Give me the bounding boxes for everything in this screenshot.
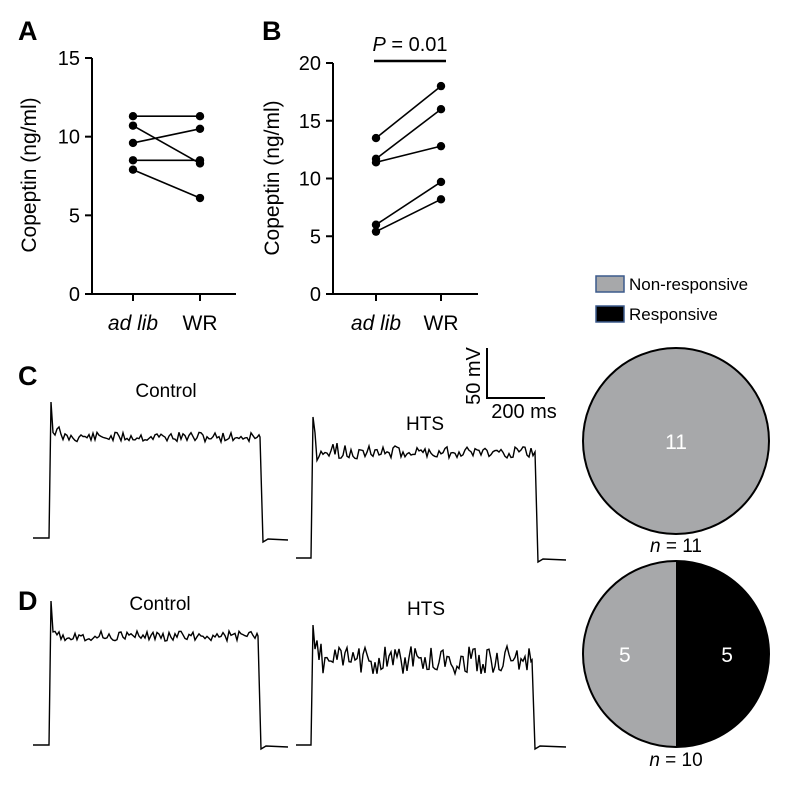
legend-label-responsive: Responsive — [629, 305, 718, 324]
trace-c-hts-label: HTS — [406, 414, 444, 435]
scale-bar-vertical-label: 50 mV — [463, 346, 485, 404]
chart-b: 0 5 10 15 20 Copeptin (ng/ml) ad lib WR P = … — [261, 34, 478, 335]
pie-d-slice-1-label: 5 — [721, 644, 733, 667]
chart-a-axes: 0 5 10 15 — [58, 48, 236, 306]
scale-bar: 50 mV 200 ms — [463, 346, 557, 423]
chart-b-ytick-label-0: 0 — [310, 284, 321, 306]
chart-a-ytick-label-1: 5 — [69, 205, 80, 227]
scale-bar-horizontal-label: 200 ms — [491, 401, 557, 423]
pie-c-slice-0-label: 11 — [665, 431, 687, 454]
chart-a-series-4-point-0 — [128, 165, 138, 174]
chart-b-axes: 0 5 10 15 20 — [299, 53, 478, 306]
chart-a-series-0-point-0 — [128, 112, 138, 121]
panel-label-a: A — [18, 16, 38, 46]
chart-a-series-4-line — [132, 168, 201, 199]
trace-d-control-path — [33, 600, 289, 751]
chart-b-ytick-label-1: 5 — [310, 226, 321, 248]
trace-d-hts-path — [296, 624, 567, 751]
chart-a-series-3-point-0 — [128, 156, 138, 165]
trace-c-control-path — [33, 401, 289, 544]
trace-d-hts: HTS — [296, 599, 567, 751]
legend-swatch-non-responsive — [595, 275, 625, 293]
pie-d-slice-0 — [583, 561, 676, 747]
chart-a-xtick-wr: WR — [183, 312, 218, 335]
chart-b-series-2-point-1 — [436, 141, 446, 151]
chart-b-ytick-label-2: 10 — [299, 169, 321, 191]
trace-d-hts-label: HTS — [407, 599, 445, 620]
chart-a-ytick-label-0: 0 — [69, 284, 80, 306]
chart-b-series-0-line — [375, 85, 442, 139]
chart-a-series-3-point-1 — [195, 156, 205, 165]
panel-label-d: D — [18, 586, 38, 616]
panel-label-c: C — [18, 361, 38, 391]
chart-b-series-0-point-1 — [436, 81, 446, 91]
chart-b-series-2-point-0 — [371, 158, 381, 167]
chart-b-xtick-wr: WR — [424, 312, 459, 335]
trace-d-control: Control — [33, 594, 289, 751]
chart-b-series — [371, 81, 446, 236]
trace-c-control-label: Control — [135, 381, 196, 402]
legend-swatch-responsive — [595, 305, 625, 323]
chart-a-series-2-point-0 — [128, 138, 138, 148]
chart-b-xtick-adlib: ad lib — [351, 312, 402, 335]
chart-a-series-1-point-0 — [128, 121, 138, 130]
chart-b-series-4-line — [375, 198, 442, 233]
chart-b-ylabel: Copeptin (ng/ml) — [261, 100, 284, 255]
pie-chart-c: n = 11 11 — [582, 347, 770, 557]
chart-b-series-3-point-0 — [371, 220, 381, 229]
pie-d-slice-1 — [676, 561, 769, 747]
chart-b-series-4-point-0 — [371, 227, 381, 236]
chart-b-series-1-point-1 — [436, 105, 446, 114]
chart-b-series-3-point-1 — [436, 177, 446, 187]
pie-d-slice-0-label: 5 — [619, 644, 631, 667]
chart-a-xtick-adlib: ad lib — [108, 312, 159, 335]
scale-bar-lines — [486, 348, 545, 399]
panel-label-b: B — [262, 16, 282, 46]
trace-c-hts-path — [296, 416, 567, 564]
pie-d-outline — [582, 560, 770, 748]
pie-c-n-label: n = 11 — [650, 536, 702, 557]
legend: Non-responsive Responsive — [595, 275, 748, 324]
trace-c-control: Control — [33, 381, 289, 544]
chart-b-series-1-line — [375, 108, 442, 160]
chart-b-series-0-point-0 — [371, 133, 381, 143]
chart-a-series-0-point-1 — [195, 112, 205, 121]
chart-a-series-2-line — [132, 128, 201, 144]
pie-c-slice-0 — [582, 347, 770, 535]
chart-b-ytick-label-4: 20 — [299, 53, 321, 75]
p-value-annotation: P = 0.01 — [372, 34, 447, 56]
chart-a-series-1-line — [132, 124, 201, 165]
chart-b-series-3-line — [375, 181, 442, 226]
pie-d-n-label: n = 10 — [649, 750, 702, 771]
trace-c-hts: HTS — [296, 414, 567, 564]
chart-a-series-4-point-1 — [195, 193, 205, 203]
chart-a-ytick-label-3: 15 — [58, 48, 80, 70]
chart-b-series-2-line — [375, 145, 442, 164]
chart-a-series-2-point-1 — [195, 124, 205, 133]
legend-label-non-responsive: Non-responsive — [629, 275, 748, 294]
trace-d-control-label: Control — [129, 594, 190, 615]
chart-b-series-4-point-1 — [436, 195, 446, 204]
chart-a-series — [128, 112, 205, 203]
chart-a-ytick-label-2: 10 — [58, 127, 80, 149]
chart-a: 0 5 10 15 Copeptin (ng/ml) ad lib WR — [18, 48, 236, 335]
chart-a-ylabel: Copeptin (ng/ml) — [18, 97, 41, 252]
pie-chart-d: n = 10 5 5 — [582, 560, 770, 771]
chart-b-ytick-label-3: 15 — [299, 111, 321, 133]
